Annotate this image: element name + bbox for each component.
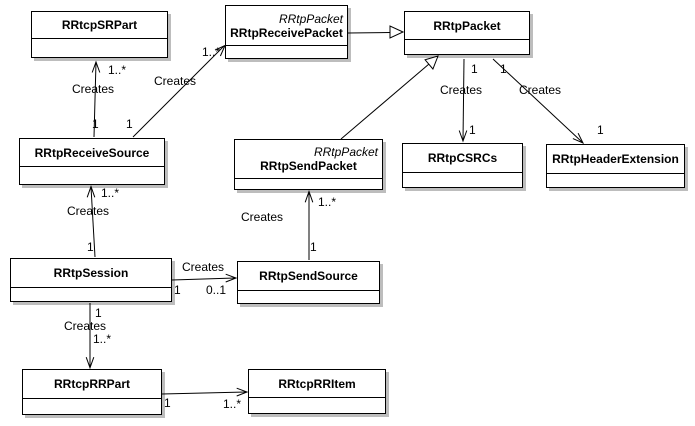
- class-title-compartment: RRtpReceiveSource: [20, 139, 164, 167]
- class-title-compartment: RRtcpSRPart: [32, 12, 167, 39]
- edge-label: Creates: [154, 74, 197, 88]
- edge-target-multiplicity: 0..1: [206, 283, 227, 297]
- class-title-compartment: RRtpPacket RRtpSendPacket: [235, 140, 382, 179]
- class-title-compartment: RRtpPacket: [405, 12, 529, 40]
- edge-source-multiplicity: 1: [500, 62, 507, 76]
- edge-target-multiplicity: 1..*: [223, 397, 242, 411]
- edge-target-multiplicity: 1..*: [202, 45, 221, 59]
- edge-label: Creates: [64, 319, 107, 333]
- edge-label: Creates: [241, 210, 284, 224]
- class-title-compartment: RRtpSession: [11, 259, 171, 288]
- class-rrtcpsrpart[interactable]: RRtcpSRPart: [31, 11, 168, 58]
- edge-label: Creates: [72, 82, 115, 96]
- class-title-compartment: RRtcpRRPart: [23, 370, 161, 399]
- edge-source-multiplicity: 1: [164, 396, 171, 410]
- edge-source-multiplicity: 1: [95, 306, 102, 320]
- edge-source-multiplicity: 1: [174, 283, 181, 297]
- edge-target-multiplicity: 1: [597, 123, 604, 137]
- class-name: RRtcpRRItem: [278, 376, 356, 391]
- class-rrtcprritem[interactable]: RRtcpRRItem: [248, 369, 386, 414]
- class-rrtpsendpacket[interactable]: RRtpPacket RRtpSendPacket: [234, 139, 383, 190]
- edge-packet-to-header-extension-arrowhead: [572, 132, 585, 145]
- edge-label: Creates: [440, 83, 483, 97]
- edge-session-to-send-source-line: [171, 277, 236, 281]
- class-rrtppacket[interactable]: RRtpPacket: [404, 11, 530, 55]
- edge-receive-source-to-receive-packet-line: [132, 45, 225, 138]
- class-name: RRtcpSRPart: [61, 18, 138, 32]
- edge-send-source-to-send-packet-arrowhead: [304, 189, 314, 203]
- edge-session-to-rrpart-arrowhead: [85, 357, 95, 370]
- edge-receive-packet-to-packet-line: [347, 32, 391, 34]
- class-name: RRtpHeaderExtension: [552, 152, 679, 166]
- class-name: RRtpReceivePacket: [230, 25, 343, 40]
- class-title-compartment: RRtpSendSource: [238, 262, 379, 291]
- edge-receive-packet-to-packet-triangle: [389, 25, 405, 39]
- class-rrtpreceivesource[interactable]: RRtpReceiveSource: [19, 138, 165, 185]
- edge-label: Creates: [67, 204, 110, 218]
- edge-packet-to-csrcs-arrowhead: [458, 130, 468, 143]
- edge-target-multiplicity: 1..*: [93, 332, 112, 346]
- edge-label: Creates: [519, 83, 562, 97]
- edge-target-multiplicity: 1..*: [318, 195, 337, 209]
- class-title-compartment: RRtcpRRItem: [249, 370, 385, 398]
- class-name: RRtpSession: [53, 266, 129, 280]
- edge-receive-source-to-srpart-arrowhead: [91, 60, 101, 73]
- class-rrtpheaderextension[interactable]: RRtpHeaderExtension: [546, 144, 685, 188]
- class-rrtpreceivepacket[interactable]: RRtpPacket RRtpReceivePacket: [225, 5, 348, 59]
- class-title-compartment: RRtpHeaderExtension: [547, 145, 684, 174]
- edge-send-packet-to-packet-line: [340, 63, 430, 140]
- class-parent-name: RRtpPacket: [313, 145, 378, 159]
- class-name: RRtpSendSource: [259, 269, 358, 283]
- edge-source-multiplicity: 1: [310, 240, 317, 254]
- class-name: RRtcpRRPart: [53, 377, 130, 391]
- class-parent-name: RRtpPacket: [278, 11, 343, 26]
- class-name: RRtpSendPacket: [260, 159, 357, 173]
- edge-session-to-receive-source-arrowhead: [86, 184, 96, 198]
- edge-source-multiplicity: 1: [126, 117, 133, 131]
- edge-rrpart-to-rritem-arrowhead: [236, 387, 249, 397]
- edge-target-multiplicity: 1..*: [101, 186, 120, 200]
- class-name: RRtpCSRCs: [427, 151, 498, 165]
- edge-source-multiplicity: 1: [87, 240, 94, 254]
- edge-packet-to-csrcs-line: [462, 58, 465, 142]
- edge-source-multiplicity: 1: [92, 117, 99, 131]
- edge-target-multiplicity: 1: [469, 123, 476, 137]
- edge-session-to-send-source-arrowhead: [225, 273, 238, 283]
- class-rrtpsession[interactable]: RRtpSession: [10, 258, 172, 302]
- class-title-compartment: RRtpPacket RRtpReceivePacket: [226, 6, 347, 46]
- edge-source-multiplicity: 1: [471, 62, 478, 76]
- edge-target-multiplicity: 1..*: [108, 63, 127, 77]
- edge-label: Creates: [182, 260, 225, 274]
- class-rrtpsendsource[interactable]: RRtpSendSource: [237, 261, 380, 304]
- class-name: RRtpReceiveSource: [34, 145, 150, 160]
- edge-send-packet-to-packet-triangle: [424, 55, 439, 70]
- class-rrtpcsrcs[interactable]: RRtpCSRCs: [402, 143, 523, 188]
- class-title-compartment: RRtpCSRCs: [403, 144, 522, 173]
- edge-rrpart-to-rritem-line: [161, 391, 247, 395]
- class-name: RRtpPacket: [433, 18, 501, 33]
- class-rrtcprrpart[interactable]: RRtcpRRPart: [22, 369, 162, 415]
